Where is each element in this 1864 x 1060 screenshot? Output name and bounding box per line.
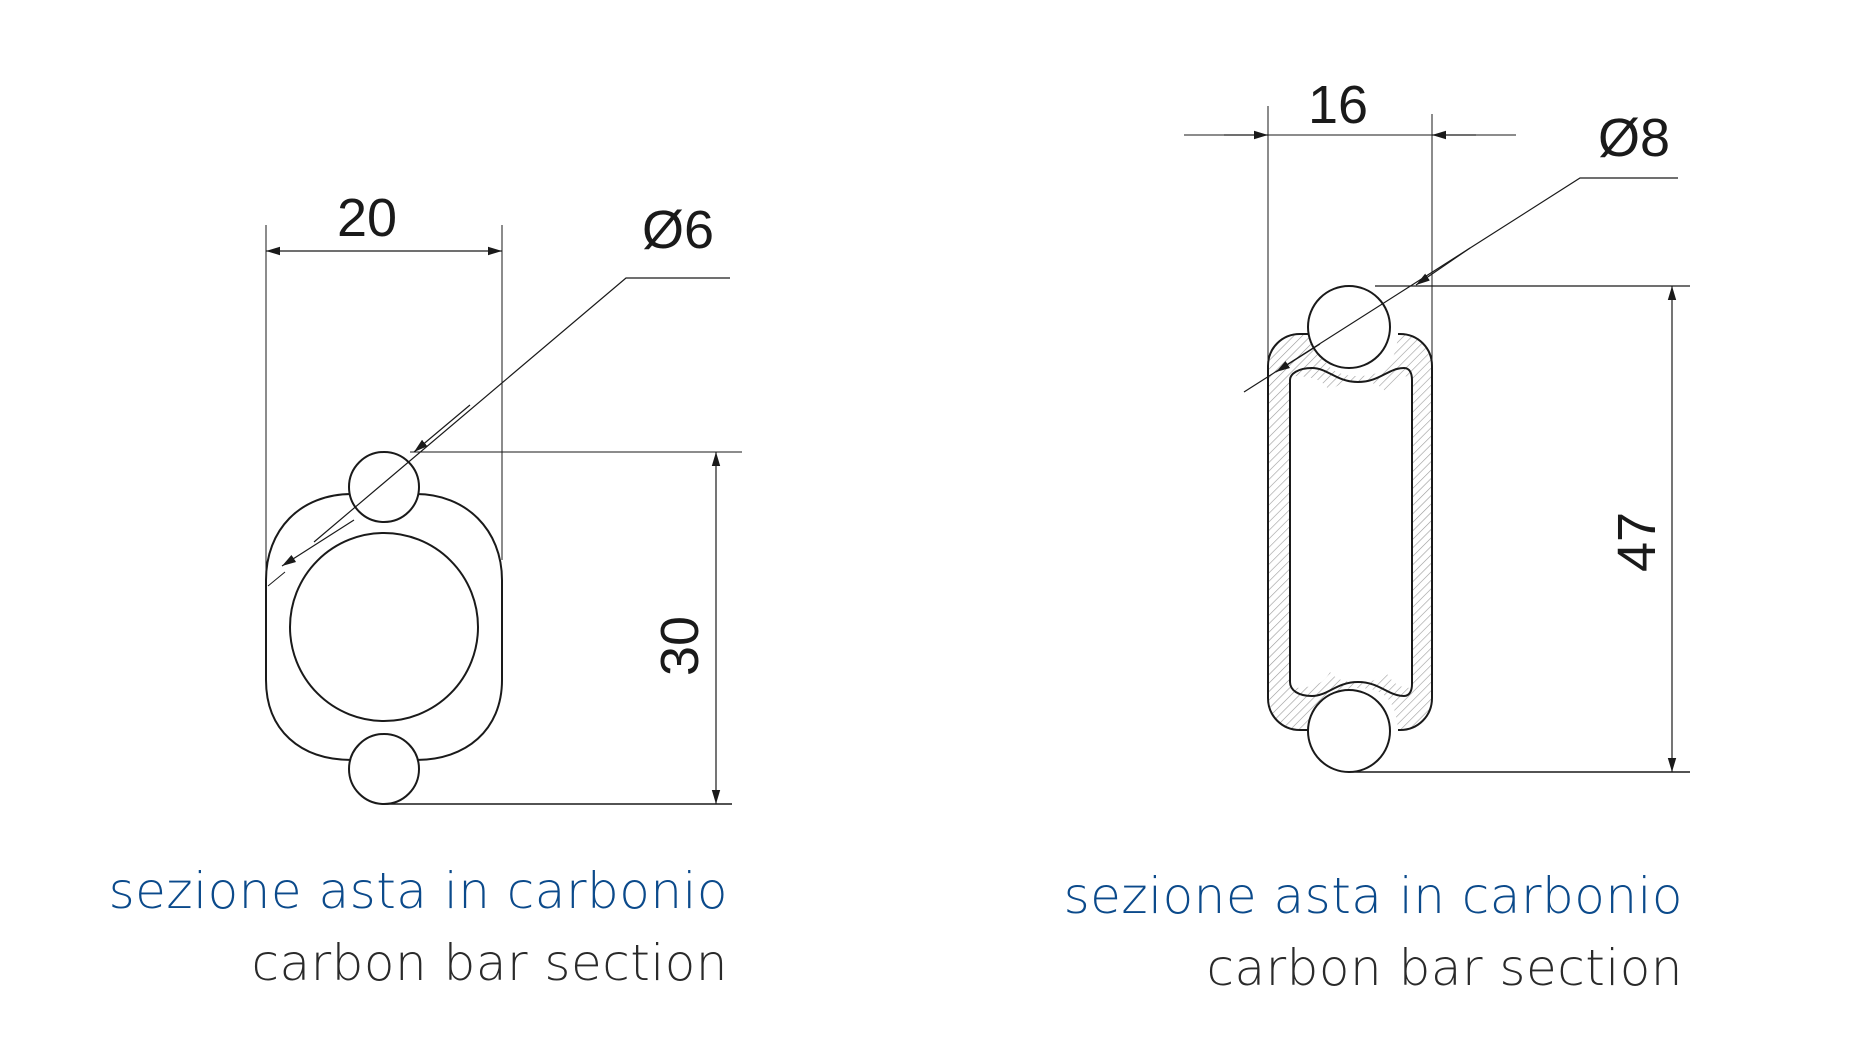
right-diameter-leader xyxy=(1243,177,1678,393)
left-caption: sezione asta in carbonio carbon bar sect… xyxy=(109,866,728,988)
left-diameter-label: Ø6 xyxy=(642,200,714,260)
right-section xyxy=(1184,106,1690,773)
right-top-rod-circle xyxy=(1307,285,1391,369)
right-height-label: 47 xyxy=(1607,512,1667,572)
left-section xyxy=(265,225,742,805)
right-caption-english: carbon bar section xyxy=(1206,939,1683,997)
left-width-label: 20 xyxy=(337,188,397,248)
left-caption-italian: sezione asta in carbonio xyxy=(108,862,728,920)
right-inner-profile xyxy=(1289,366,1413,698)
left-diameter-leader xyxy=(313,277,730,543)
right-diameter-arrow-bottom xyxy=(1275,343,1321,373)
left-inner-bore xyxy=(289,532,479,722)
right-diameter-arrow-top xyxy=(1415,247,1471,286)
right-outer-profile xyxy=(1267,333,1433,731)
right-diameter-label: Ø8 xyxy=(1598,108,1670,168)
left-bottom-rod-circle xyxy=(348,733,420,805)
right-caption: sezione asta in carbonio carbon bar sect… xyxy=(1064,871,1683,993)
right-bottom-rod-circle xyxy=(1307,689,1391,773)
right-width-label: 16 xyxy=(1308,75,1368,135)
right-caption-italian: sezione asta in carbonio xyxy=(1063,867,1683,925)
left-diameter-arrow-top xyxy=(413,404,471,453)
left-diameter-tail xyxy=(267,571,286,587)
left-caption-english: carbon bar section xyxy=(251,934,728,992)
right-hatched-wall xyxy=(1268,334,1432,730)
left-diameter-arrow-bottom xyxy=(281,519,355,567)
left-height-label: 30 xyxy=(650,616,710,676)
left-top-rod-circle xyxy=(348,451,420,523)
